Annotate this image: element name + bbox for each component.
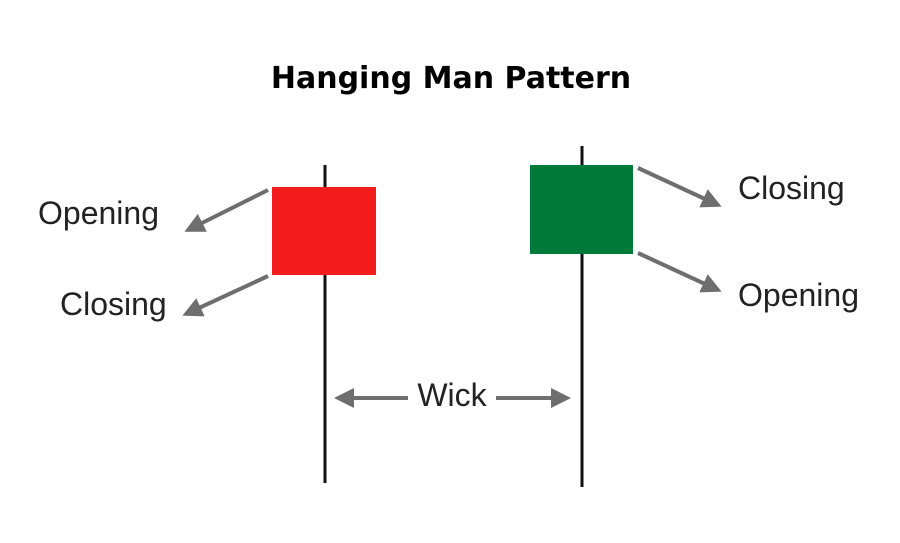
left-candle-body — [272, 187, 376, 275]
right-candle — [530, 146, 633, 487]
right-candle-body — [530, 165, 633, 254]
diagram-title: Hanging Man Pattern — [271, 61, 631, 96]
right-opening-label: Opening — [738, 277, 859, 313]
left-opening-arrow — [184, 188, 269, 232]
right-opening-arrow — [637, 251, 722, 293]
right-closing-label: Closing — [738, 170, 845, 206]
right-closing-arrow — [637, 166, 722, 208]
wick-label: Wick — [417, 377, 487, 413]
left-opening-label: Opening — [38, 195, 159, 231]
left-closing-arrow — [182, 274, 269, 317]
left-candle — [272, 165, 376, 483]
left-closing-label: Closing — [60, 286, 167, 322]
